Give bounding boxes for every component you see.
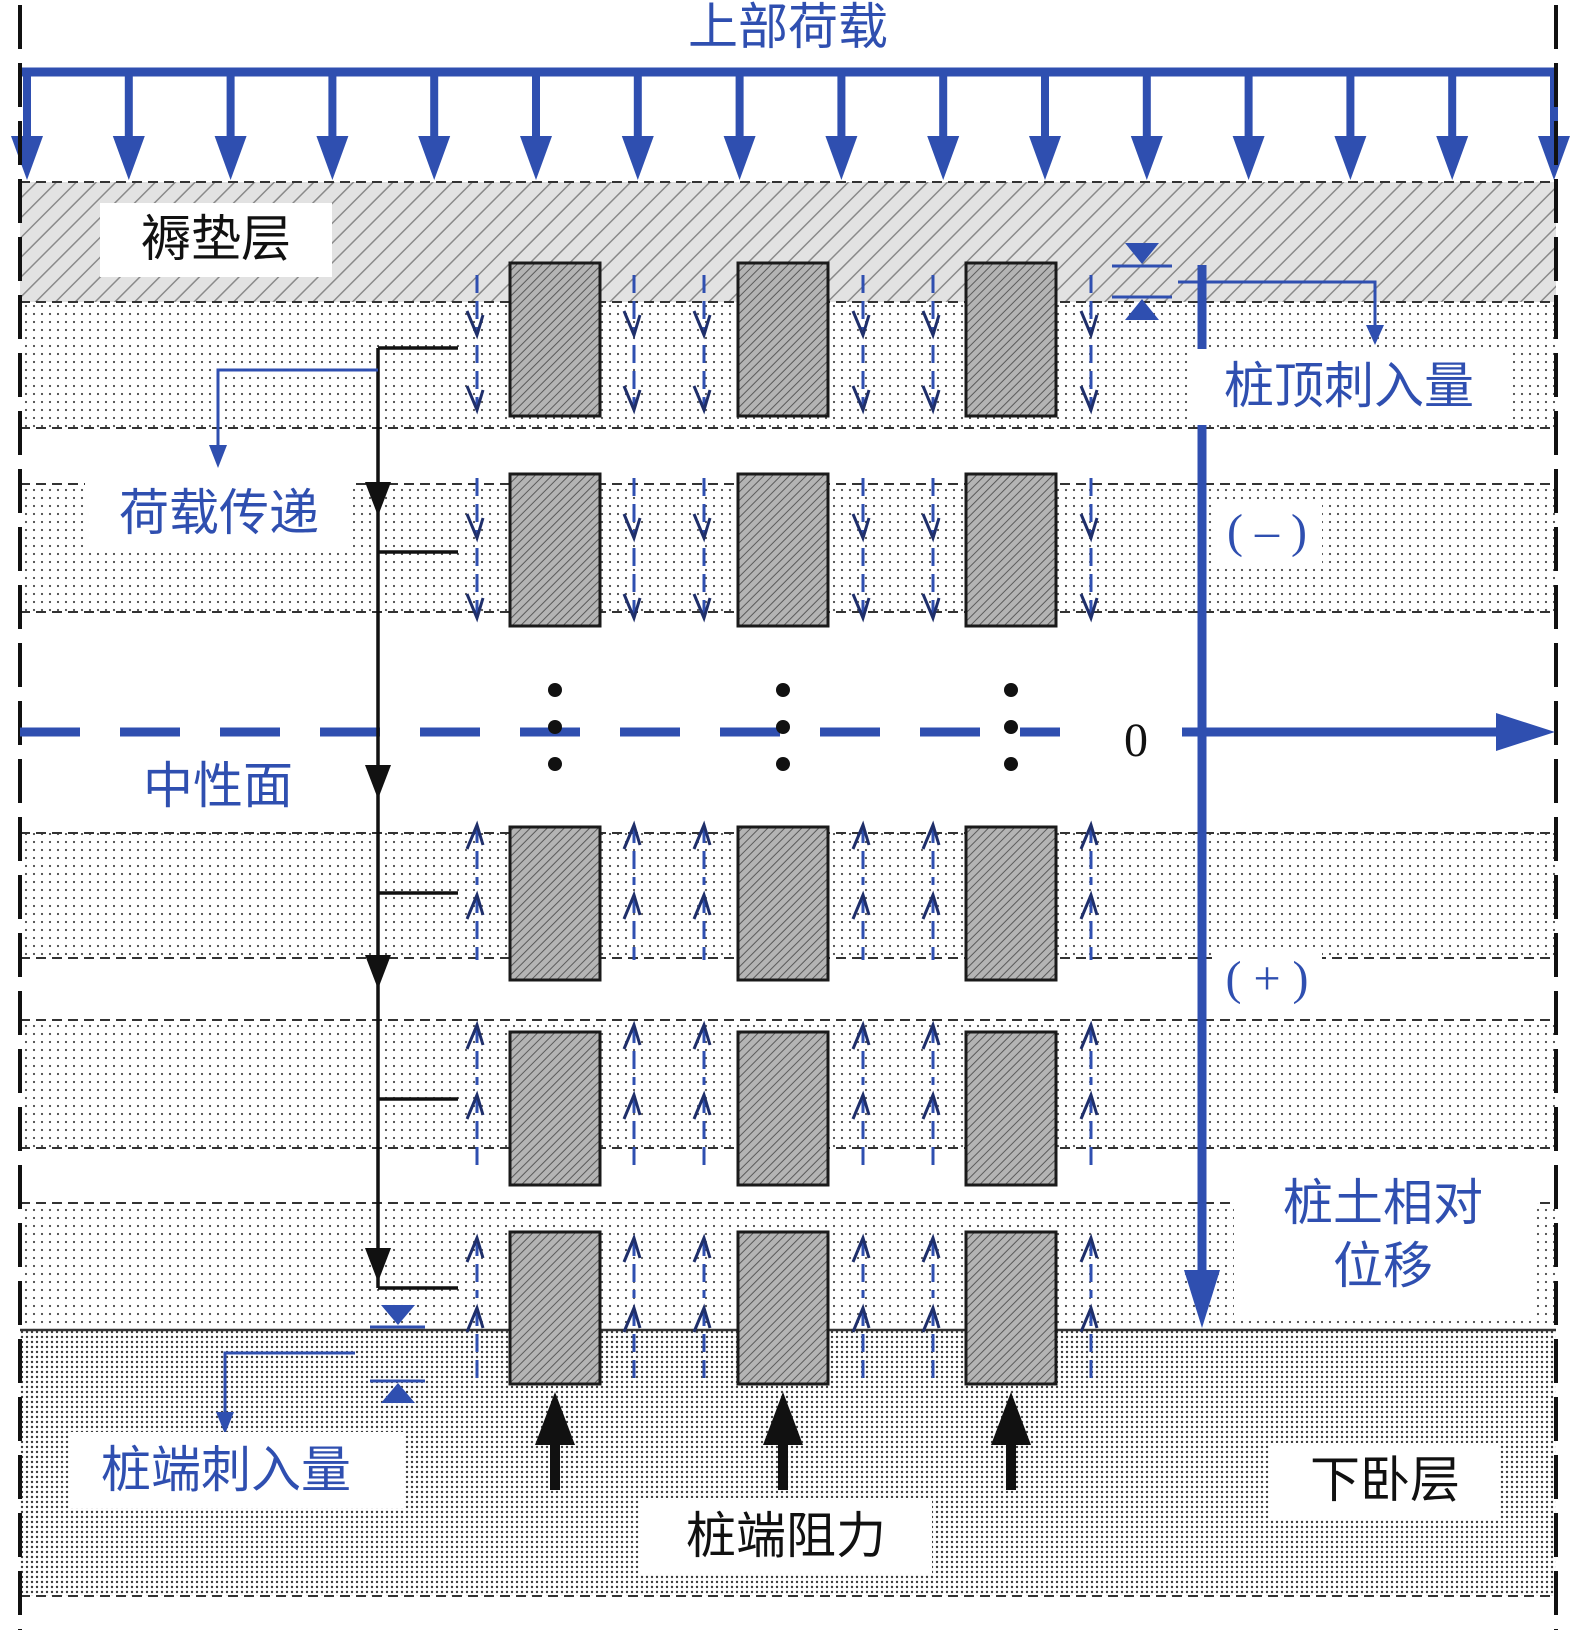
pile [508, 261, 602, 418]
pile [964, 472, 1058, 628]
pile [508, 825, 602, 982]
relative-displacement-label-line2: 位移 [1333, 1237, 1433, 1295]
load-transfer-leader [209, 368, 378, 468]
pile [736, 1230, 830, 1386]
underlying-layer-label: 下卧层 [1310, 1451, 1460, 1509]
pile-tip-penetration-label: 桩端刺入量 [101, 1441, 351, 1499]
displacement-axis-arrowhead [1184, 1270, 1220, 1328]
continuation-dot [1004, 757, 1018, 771]
cushion-label: 褥垫层 [141, 210, 291, 268]
positive-zone-label: ( + ) [1225, 952, 1308, 1005]
continuation-dot [776, 683, 790, 697]
pile [736, 1030, 830, 1187]
piles [508, 261, 1058, 1386]
continuation-dot [548, 683, 562, 697]
pile-tip-resistance-label: 桩端阻力 [686, 1507, 886, 1565]
pile [508, 1030, 602, 1187]
pile [964, 1030, 1058, 1187]
pile [736, 261, 830, 418]
labels: 上部荷载 褥垫层 桩顶刺入量 荷载传递 ( – ) 0 中性面 ( + ) 桩土… [70, 0, 1534, 1574]
continuation-dots [548, 683, 1018, 771]
horizontal-axis-arrowhead [1496, 713, 1555, 751]
continuation-dot [776, 757, 790, 771]
continuation-dot [548, 757, 562, 771]
pile [508, 472, 602, 628]
pile [736, 472, 830, 628]
load-transfer-path [365, 346, 458, 1290]
boundary-lines [18, 5, 1558, 1630]
neutral-plane-label: 中性面 [143, 757, 293, 815]
continuation-dot [1004, 720, 1018, 734]
top-load-arrows [11, 67, 1570, 180]
top-load-label: 上部荷载 [688, 0, 888, 56]
pile [964, 825, 1058, 982]
pile-top-penetration-symbol [1112, 243, 1384, 345]
pile-top-penetration-label: 桩顶刺入量 [1224, 357, 1474, 415]
load-transfer-label: 荷载传递 [119, 484, 319, 542]
pile [964, 261, 1058, 418]
relative-displacement-label-line1: 桩土相对 [1283, 1174, 1483, 1232]
pile [964, 1230, 1058, 1386]
pile-tip-resistance-arrows [535, 1392, 1031, 1490]
continuation-dot [1004, 683, 1018, 697]
continuation-dot [548, 720, 562, 734]
negative-zone-label: ( – ) [1227, 505, 1307, 558]
pile [736, 825, 830, 982]
side-friction-arrows [465, 275, 1099, 1380]
axis-zero-label: 0 [1124, 714, 1148, 767]
pile [508, 1230, 602, 1386]
continuation-dot [776, 720, 790, 734]
relative-displacement-axis [1182, 265, 1555, 1328]
pile-tip-penetration-symbol [216, 1305, 425, 1434]
